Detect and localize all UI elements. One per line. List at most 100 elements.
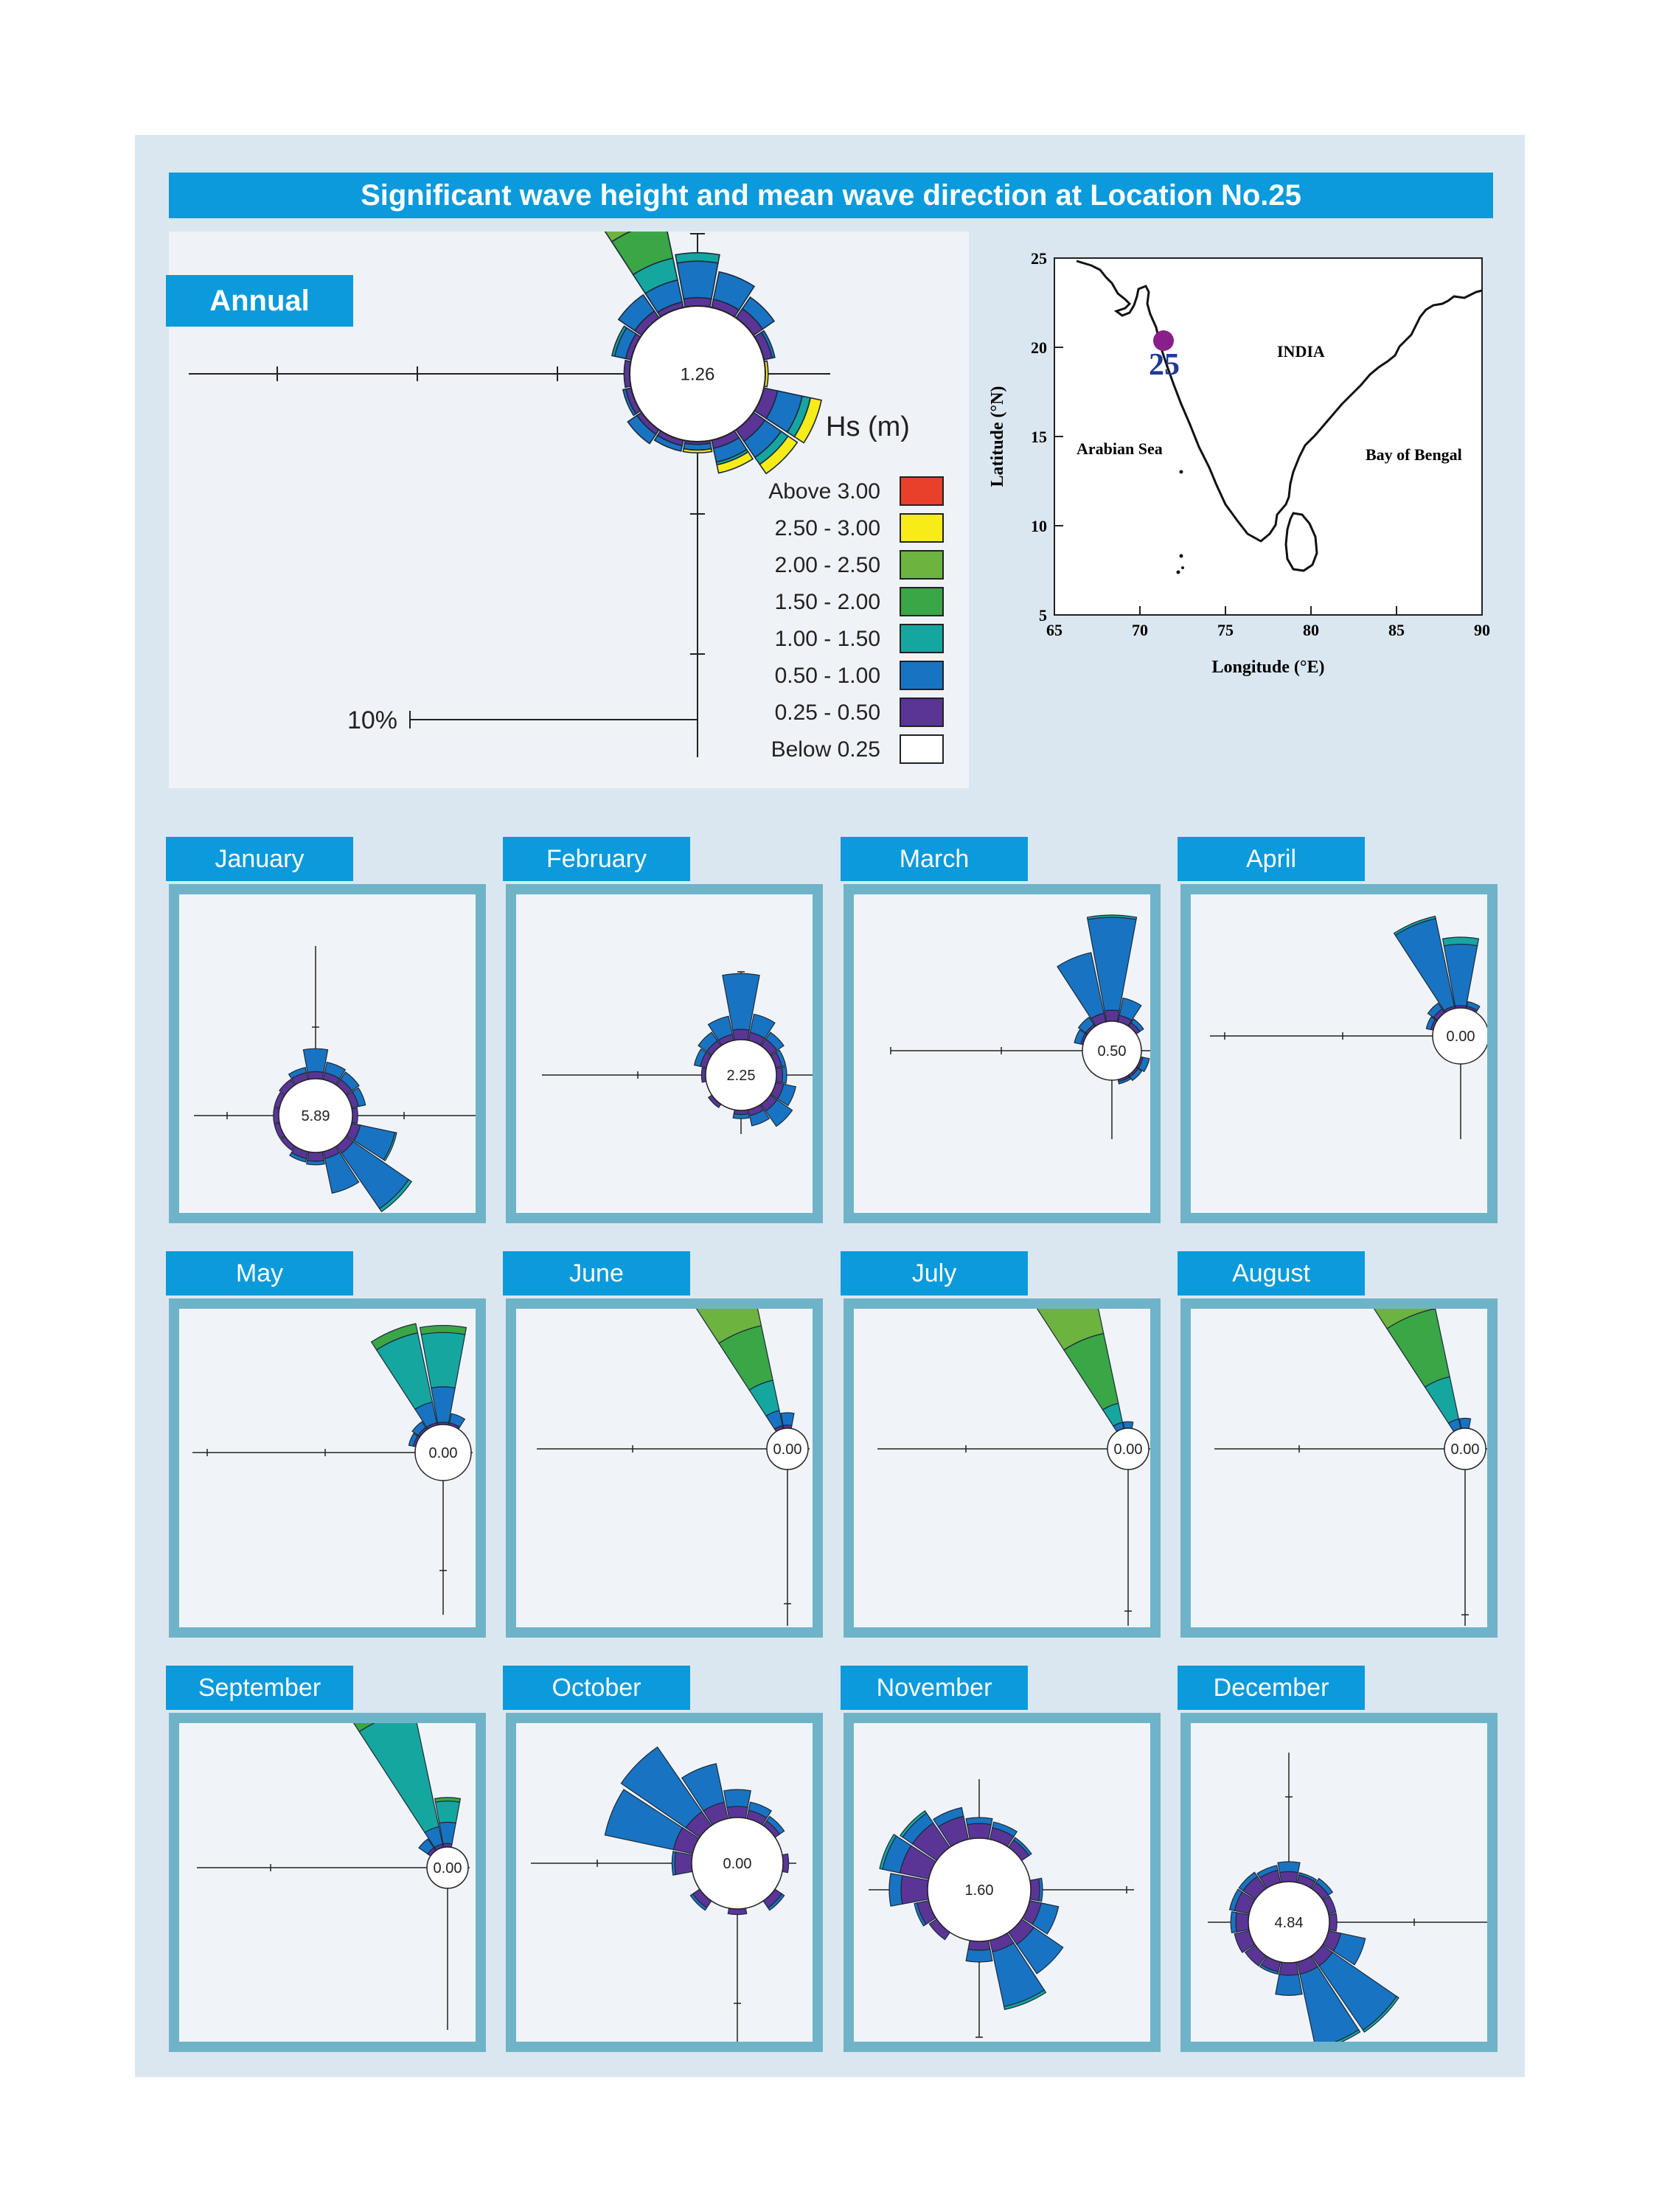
map-ytick-20: 20 xyxy=(1031,338,1047,357)
rose-sector xyxy=(711,430,754,474)
rose-sector xyxy=(434,1797,462,1848)
legend-item-label: 2.50 - 3.00 xyxy=(774,516,880,540)
rose-segment xyxy=(1086,914,1138,920)
month-panel-inner: 0.50 xyxy=(854,894,1156,1213)
map-xtick-90: 90 xyxy=(1474,621,1490,639)
rose-segment xyxy=(620,1746,703,1829)
rose-segment xyxy=(965,1948,993,1963)
location-marker xyxy=(1153,330,1174,351)
rose-segment xyxy=(1279,1871,1299,1883)
month-panel: 1.60 xyxy=(844,1713,1161,2052)
rose-sector xyxy=(900,1810,951,1862)
rose-sector xyxy=(302,1048,329,1080)
rose-segment xyxy=(1277,1861,1301,1874)
rose-segment xyxy=(1238,1871,1259,1892)
rose-segment xyxy=(306,1160,325,1166)
rose-sector xyxy=(419,1325,467,1426)
map-ytick-10: 10 xyxy=(1031,517,1047,535)
rose-sector xyxy=(762,1888,785,1911)
rose-center-label: 0.00 xyxy=(1114,1441,1143,1458)
map-xtick-75: 75 xyxy=(1217,621,1234,639)
rose-sector xyxy=(1466,1001,1481,1013)
month-wind-rose: 2.25 xyxy=(542,971,822,1134)
rose-segment xyxy=(288,1066,307,1079)
rose-sector xyxy=(1458,1417,1472,1430)
rose-segment xyxy=(1077,1016,1095,1034)
rose-segment xyxy=(1119,997,1142,1021)
rose-sector xyxy=(775,1066,787,1084)
rose-segment xyxy=(879,1834,897,1870)
month-wind-rose: 0.00 xyxy=(877,1240,1150,1626)
rose-segment xyxy=(732,1113,750,1119)
rose-segment xyxy=(1029,1878,1040,1902)
rose-sector xyxy=(754,387,822,444)
legend-item: 1.00 - 1.50 xyxy=(730,622,966,655)
rose-segment xyxy=(419,1325,467,1335)
rose-center-label: 0.00 xyxy=(429,1445,458,1461)
legend-swatch xyxy=(900,550,944,580)
rose-sectors xyxy=(1393,915,1481,1031)
month-wind-rose: 5.89 xyxy=(194,946,478,1213)
rose-segment xyxy=(653,434,684,452)
rose-center-label: 0.00 xyxy=(723,1856,752,1872)
rose-segment xyxy=(722,973,760,1031)
month-wind-rose: 0.00 xyxy=(192,1323,473,1615)
rose-segment xyxy=(352,1087,366,1107)
rose-segment xyxy=(1393,915,1436,936)
rose-segment xyxy=(1130,1018,1144,1032)
rose-segment xyxy=(707,1015,733,1041)
rose-segment xyxy=(965,1817,993,1826)
map-label-india: INDIA xyxy=(1277,342,1325,361)
rose-sector xyxy=(611,325,641,361)
rose-sector xyxy=(1228,1888,1256,1915)
rose-sector xyxy=(627,411,661,445)
rose-segment xyxy=(888,1873,903,1907)
rose-sector xyxy=(1007,1918,1064,1975)
map-xticks: 65 70 75 80 85 90 xyxy=(1046,606,1490,639)
rose-sector xyxy=(780,1412,795,1430)
rose-sector xyxy=(620,1746,712,1838)
rose-center-label: 1.26 xyxy=(681,364,715,384)
month-panel: 0.00 xyxy=(1180,884,1498,1223)
rose-sector xyxy=(1311,1877,1334,1900)
rose-axes xyxy=(877,1434,1150,1626)
legend-item: 0.25 - 0.50 xyxy=(730,696,966,728)
rose-segment xyxy=(900,1874,929,1905)
rose-sector xyxy=(748,1013,776,1046)
rose-segment xyxy=(775,1049,787,1067)
rose-segment xyxy=(900,1810,928,1838)
rose-segment xyxy=(1279,1961,1299,1976)
rose-segment xyxy=(698,1032,718,1052)
rose-segment xyxy=(1315,1877,1334,1896)
rose-sector xyxy=(346,1087,366,1109)
month-panel: 0.50 xyxy=(844,884,1161,1223)
rose-segment xyxy=(411,1421,427,1436)
month-panel: 0.00 xyxy=(844,1240,1161,1638)
rose-segment xyxy=(1332,1933,1366,1966)
rose-calm-circle xyxy=(766,1427,809,1470)
rose-segment xyxy=(307,1151,324,1162)
rose-segment xyxy=(671,1851,677,1876)
annual-label: Annual xyxy=(166,275,353,327)
rose-segment xyxy=(378,1178,413,1213)
rose-sectors xyxy=(347,1687,462,1857)
rose-segment xyxy=(1057,952,1105,1020)
rose-calm-circle xyxy=(278,1078,353,1153)
rose-sector xyxy=(989,1932,1047,2011)
rose-segment xyxy=(712,271,756,311)
rose-sector xyxy=(1021,1899,1060,1935)
rose-sectors xyxy=(604,1746,790,1916)
rose-segment xyxy=(1003,1989,1047,2011)
rose-segment xyxy=(1394,918,1455,1012)
month-label: March xyxy=(841,837,1028,881)
rose-sectors xyxy=(1228,1861,1399,2051)
rose-sector xyxy=(1357,1256,1461,1433)
map-xtick-70: 70 xyxy=(1132,621,1148,639)
rose-sector xyxy=(693,1048,712,1068)
month-panel: 0.00 xyxy=(1180,1256,1498,1638)
month-panel-inner: 5.89 xyxy=(179,894,478,1213)
rose-sector xyxy=(1393,915,1455,1013)
rose-sector xyxy=(1012,1240,1124,1433)
rose-sector xyxy=(933,1806,970,1848)
rose-segment xyxy=(793,397,822,444)
